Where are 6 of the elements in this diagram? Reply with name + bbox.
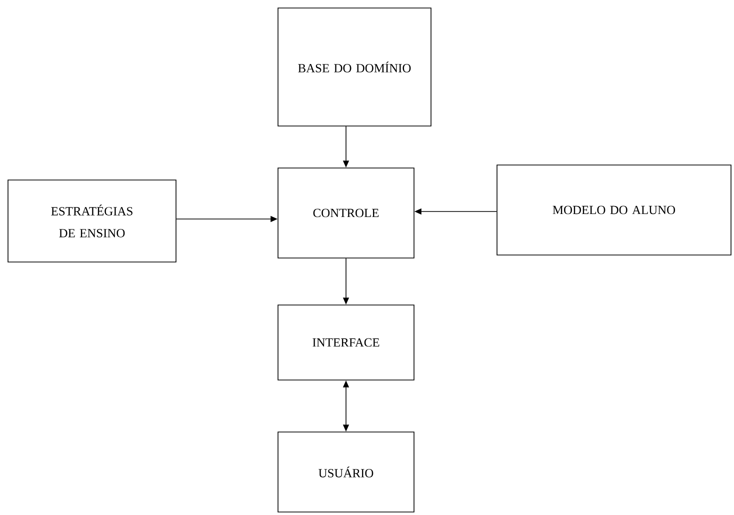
process-box: CONTROLE [278,168,414,258]
process-box: USUÁRIO [278,432,414,512]
process-box: ESTRATÉGIAS DE ENSINO [8,180,176,262]
process-box: INTERFACE [278,304,414,380]
process-box: MODELO DO ALUNO [496,164,732,256]
process-box: BASE DO DOMÍNIO [278,8,432,126]
